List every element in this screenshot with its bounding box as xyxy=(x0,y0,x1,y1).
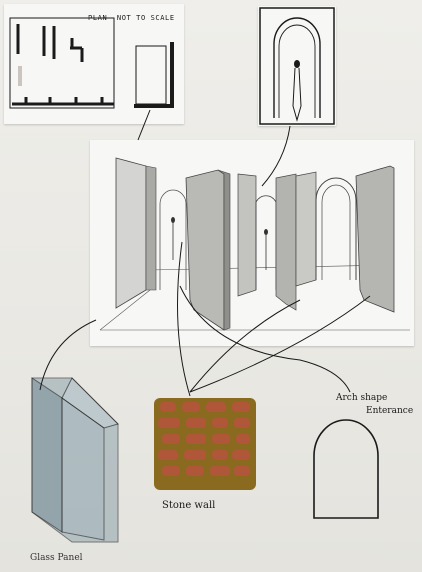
arch-doorway-drawing xyxy=(259,7,335,125)
glass-panel-drawing xyxy=(31,377,119,543)
perspective-drawing xyxy=(99,157,410,331)
plan-drawing xyxy=(9,17,174,109)
arch-outline-drawing xyxy=(313,419,379,519)
plan-card: PLAN- NOT TO SCALE xyxy=(4,4,184,124)
arch-doorway-card xyxy=(258,6,336,126)
plan-title: PLAN- NOT TO SCALE xyxy=(88,14,175,22)
entrance-label: Enterance xyxy=(366,406,414,416)
perspective-card xyxy=(90,140,414,346)
stone-wall-drawing xyxy=(154,398,256,490)
glass-panel-label: Glass Panel xyxy=(30,553,83,563)
stone-wall-label: Stone wall xyxy=(162,500,216,511)
arch-shape-label: Arch shape xyxy=(336,393,388,403)
